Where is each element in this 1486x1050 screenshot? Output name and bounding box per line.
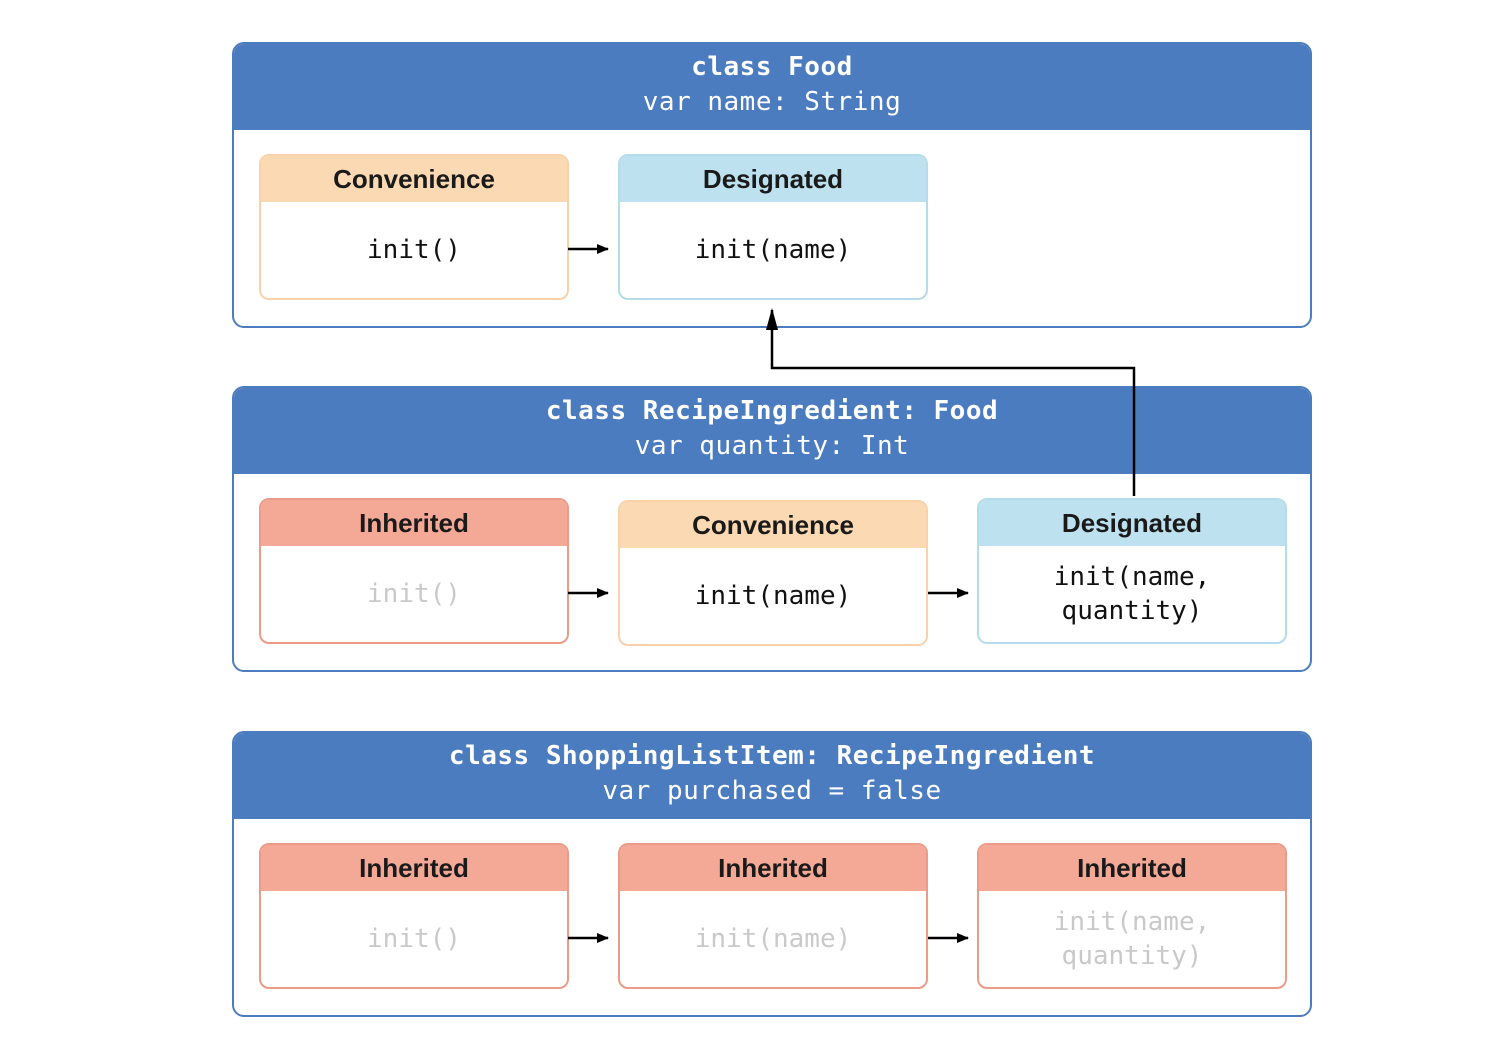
initializer-signature: init(name, quantity) [1053, 907, 1211, 971]
initializer-kind-label: Designated [979, 500, 1285, 546]
initializer-box-designated: Designated init(name, quantity) [977, 498, 1287, 644]
class-property: var purchased = false [602, 776, 942, 806]
initializer-box-convenience: Convenience init(name) [618, 500, 928, 646]
initializer-box-inherited: Inherited init() [259, 498, 569, 644]
class-header-shopping-list-item: class ShoppingListItem: RecipeIngredient… [234, 733, 1310, 819]
class-title: class ShoppingListItem: RecipeIngredient [448, 741, 1096, 771]
initializer-signature: init(name) [694, 581, 852, 611]
initializer-kind-label: Inherited [261, 500, 567, 546]
initializer-box-inherited: Inherited init(name) [618, 843, 928, 989]
class-property: var name: String [642, 87, 902, 117]
initializer-box-inherited: Inherited init() [259, 843, 569, 989]
initializer-signature: init() [367, 235, 461, 265]
initializer-kind-label: Convenience [261, 156, 567, 202]
initializer-box-inherited: Inherited init(name, quantity) [977, 843, 1287, 989]
initializer-kind-label: Convenience [620, 502, 926, 548]
initializer-box-designated: Designated init(name) [618, 154, 928, 300]
initializer-signature: init() [367, 924, 461, 954]
class-panel-recipe-ingredient: class RecipeIngredient: Food var quantit… [232, 386, 1312, 672]
initializer-kind-label: Inherited [620, 845, 926, 891]
class-header-recipe-ingredient: class RecipeIngredient: Food var quantit… [234, 388, 1310, 474]
class-panel-food: class Food var name: String Convenience … [232, 42, 1312, 328]
initializer-signature: init() [367, 579, 461, 609]
class-header-food: class Food var name: String [234, 44, 1310, 130]
class-title: class RecipeIngredient: Food [545, 396, 999, 426]
initializer-signature: init(name, quantity) [1053, 562, 1211, 626]
initializer-box-convenience: Convenience init() [259, 154, 569, 300]
class-title: class Food [691, 52, 853, 82]
initializer-signature: init(name) [694, 924, 852, 954]
class-property: var quantity: Int [634, 431, 910, 461]
initializer-signature: init(name) [694, 235, 852, 265]
initializer-kind-label: Inherited [979, 845, 1285, 891]
initializer-kind-label: Inherited [261, 845, 567, 891]
initializer-kind-label: Designated [620, 156, 926, 202]
class-panel-shopping-list-item: class ShoppingListItem: RecipeIngredient… [232, 731, 1312, 1017]
